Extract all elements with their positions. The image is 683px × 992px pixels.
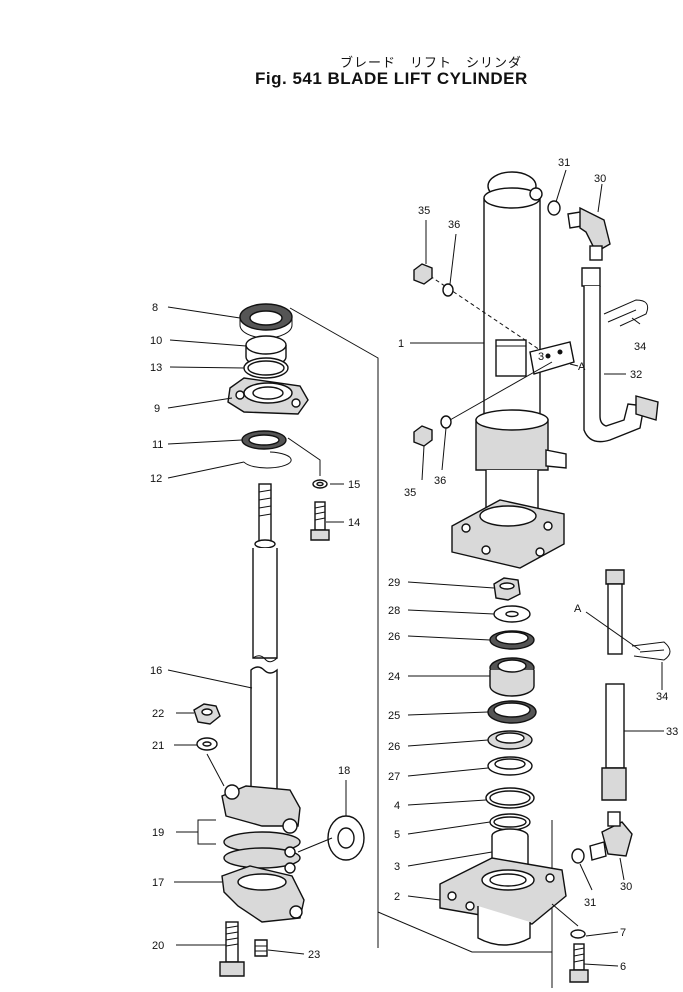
- part-labels: 8 10 13 9 11 12 15 14 16 22 21 19 17 20 …: [150, 157, 678, 973]
- label-part-36-upper: 36: [448, 219, 460, 231]
- part-6-bolt: [569, 943, 589, 983]
- label-part-4: 4: [394, 800, 400, 812]
- label-part-31-upper: 31: [558, 157, 570, 169]
- part-36-washer-lower: [440, 415, 452, 429]
- part-30-elbow-fitting-lower: [589, 811, 633, 861]
- label-part-30-upper: 30: [594, 173, 606, 185]
- part-26-ring-upper: [489, 630, 535, 650]
- part-28-washer: [493, 605, 531, 623]
- part-13-o-ring: [243, 357, 289, 379]
- label-part-8: 8: [152, 302, 158, 314]
- part-21-washer: [196, 737, 218, 751]
- label-part-34-lower: 34: [656, 691, 668, 703]
- label-part-21: 21: [152, 740, 164, 752]
- part-36-washer-upper: [442, 283, 454, 297]
- part-12-snap-ring: [243, 451, 292, 469]
- label-part-25: 25: [388, 710, 400, 722]
- label-part-35-lower: 35: [404, 487, 416, 499]
- label-part-28: 28: [388, 605, 400, 617]
- label-part-13: 13: [150, 362, 162, 374]
- label-part-5: 5: [394, 829, 400, 841]
- part-27-wear-ring: [487, 756, 533, 776]
- part-25-piston-seal: [487, 700, 537, 724]
- part-16-piston-rod: [250, 483, 278, 801]
- figure-title: Fig. 541 BLADE LIFT CYLINDER: [255, 69, 528, 88]
- part-23-grease-fitting: [254, 939, 268, 957]
- part-33-pipe: [601, 569, 627, 801]
- label-ref-a-lower: A: [574, 603, 582, 615]
- part-32-pipe: [581, 267, 659, 443]
- part-18-shim: [327, 815, 365, 861]
- part-34-u-clamp-lower: [631, 641, 671, 661]
- label-part-26-upper: 26: [388, 631, 400, 643]
- label-part-34-upper: 34: [634, 341, 646, 353]
- part-11-backup-ring: [241, 430, 287, 450]
- part-9-gland-flange: [227, 377, 309, 415]
- label-part-35-upper: 35: [418, 205, 430, 217]
- label-part-19: 19: [152, 827, 164, 839]
- part-31-o-ring-upper: [547, 200, 561, 216]
- part-35-nut-lower: [413, 425, 433, 447]
- part-1-cylinder-tube: [451, 171, 567, 569]
- label-part-16: 16: [150, 665, 162, 677]
- label-part-18: 18: [338, 765, 350, 777]
- part-20-bolt: [219, 921, 245, 977]
- label-part-15: 15: [348, 479, 360, 491]
- part-pipe-bracket: [529, 341, 575, 375]
- part-35-nut-upper: [413, 263, 433, 285]
- label-part-33: 33: [666, 726, 678, 738]
- label-part-6: 6: [620, 961, 626, 973]
- part-29-lock-nut: [493, 577, 521, 601]
- label-part-14: 14: [348, 517, 360, 529]
- part-34-u-clamp-upper: [603, 299, 649, 327]
- part-14-bolt: [310, 501, 330, 541]
- label-part-12: 12: [150, 473, 162, 485]
- part-26-ring-lower: [487, 730, 533, 750]
- label-part-31-lower: 31: [584, 897, 596, 909]
- part-17-cap: [221, 865, 305, 923]
- part-7-washer: [570, 929, 586, 939]
- part-10-bushing: [245, 335, 287, 367]
- part-19-bearing-halves: [223, 831, 301, 874]
- label-part-1: 1: [398, 338, 404, 350]
- label-part-17: 17: [152, 877, 164, 889]
- label-bracket-tag: 3: [538, 351, 544, 363]
- part-22-nut: [193, 703, 221, 725]
- label-part-20: 20: [152, 940, 164, 952]
- part-2-cylinder-head: [439, 857, 567, 946]
- part-24-piston: [489, 657, 535, 697]
- part-31-o-ring-lower: [571, 848, 585, 864]
- part-rod-eye: [221, 784, 301, 834]
- label-part-27: 27: [388, 771, 400, 783]
- part-15-washer: [312, 479, 328, 489]
- part-8-wiper-ring: [239, 303, 293, 339]
- part-4-o-ring: [485, 787, 535, 809]
- label-part-22: 22: [152, 708, 164, 720]
- label-ref-a-upper: A: [578, 361, 586, 373]
- label-part-32: 32: [630, 369, 642, 381]
- label-part-3: 3: [394, 861, 400, 873]
- label-part-7: 7: [620, 927, 626, 939]
- part-5-backup-ring: [489, 813, 531, 831]
- label-part-11: 11: [152, 439, 163, 451]
- label-part-2: 2: [394, 891, 400, 903]
- label-part-9: 9: [154, 403, 160, 415]
- label-part-26-lower: 26: [388, 741, 400, 753]
- label-part-36-lower: 36: [434, 475, 446, 487]
- label-part-29: 29: [388, 577, 400, 589]
- label-part-24: 24: [388, 671, 400, 683]
- leader-lines: [167, 169, 664, 967]
- label-part-30-lower: 30: [620, 881, 632, 893]
- figure-title-japanese: ブレード リフト シリンダ: [340, 56, 523, 71]
- part-30-elbow-fitting-upper: [567, 206, 611, 261]
- label-part-23: 23: [308, 949, 320, 961]
- label-part-10: 10: [150, 335, 162, 347]
